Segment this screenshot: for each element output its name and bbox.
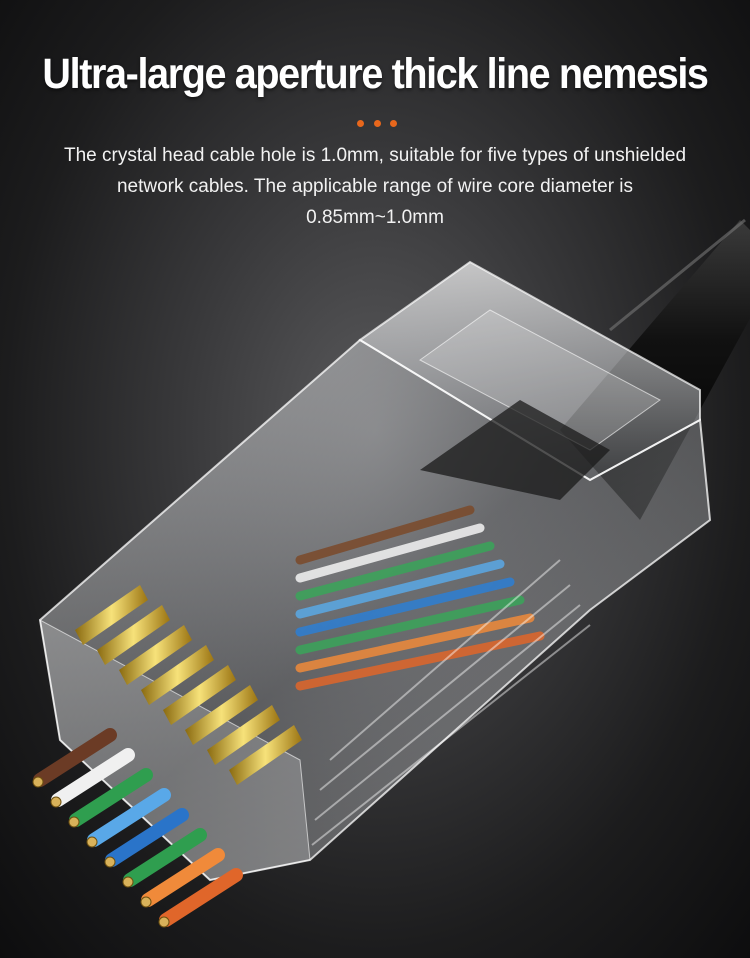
headline: Ultra-large aperture thick line nemesis	[42, 50, 709, 98]
connector-ribs	[311, 559, 591, 846]
gold-contacts	[75, 585, 302, 785]
dot-icon	[390, 120, 397, 127]
copper-tips	[32, 776, 170, 928]
dot-icon	[357, 120, 364, 127]
rj45-connector-image	[32, 218, 750, 928]
decorative-dots	[357, 120, 397, 128]
internal-wires	[295, 505, 545, 691]
wire-ends	[33, 728, 243, 927]
description: The crystal head cable hole is 1.0mm, su…	[63, 145, 687, 228]
dot-icon	[373, 120, 381, 127]
connector-body	[38, 260, 712, 882]
